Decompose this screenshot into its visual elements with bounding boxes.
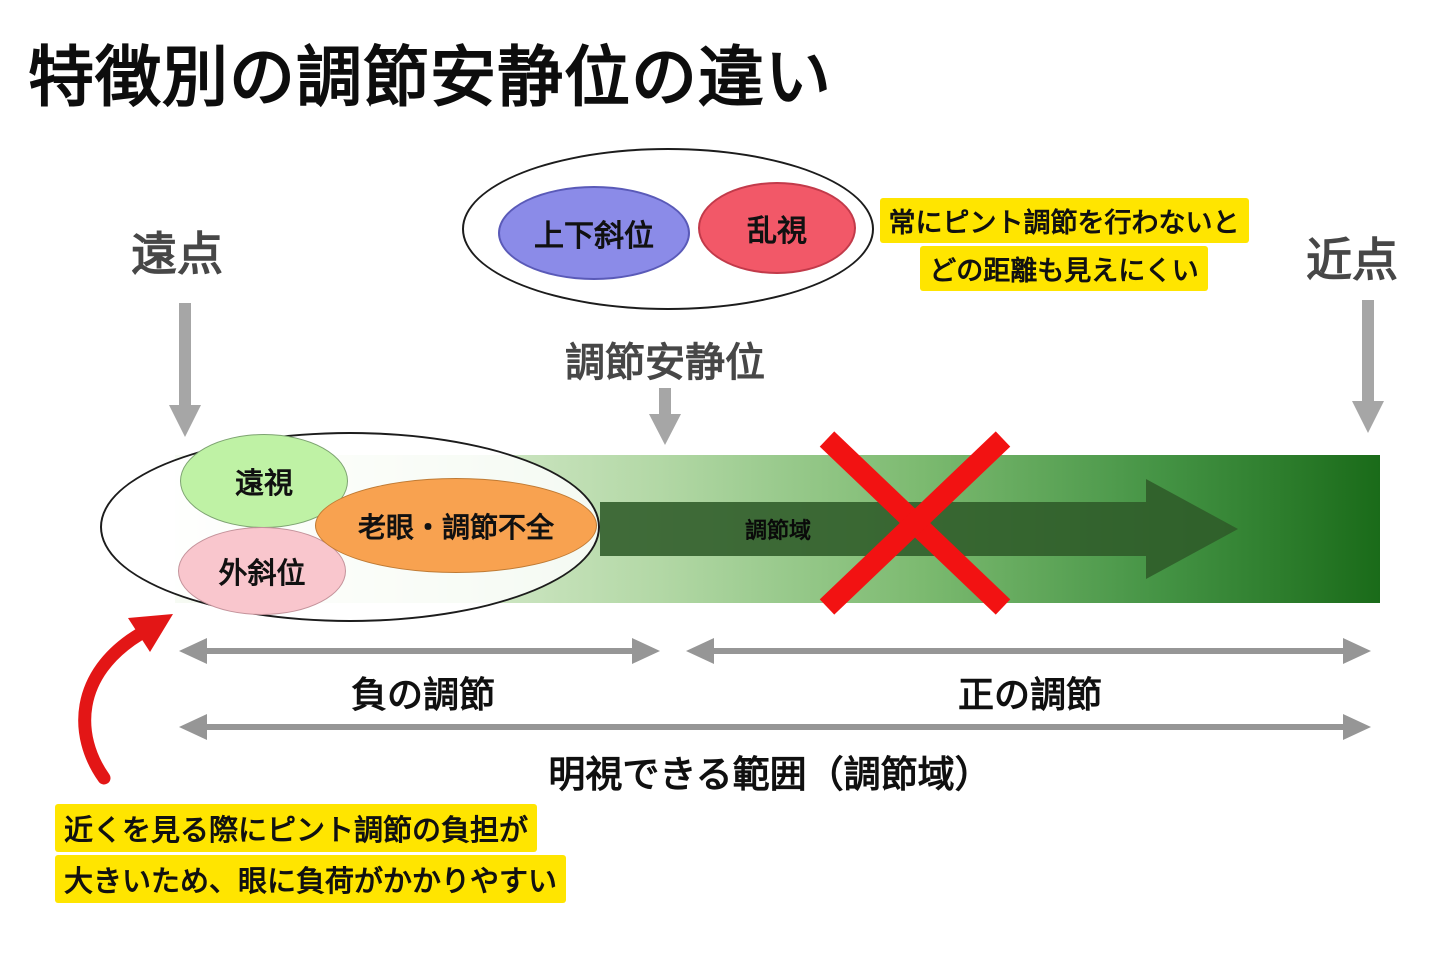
far-point-label: 遠点 (131, 228, 223, 280)
positive-accommodation-arrow (686, 638, 1371, 664)
exophoria-label: 外斜位 (218, 558, 306, 590)
top-note: 常にピント調節を行わないと どの距離も見えにくい (868, 198, 1260, 294)
presbyopia-label: 老眼・調節不全 (357, 511, 554, 543)
resting-position-down-arrow (649, 388, 681, 445)
negative-accommodation-label: 負の調節 (350, 674, 495, 715)
negative-accommodation-arrow (179, 638, 660, 664)
top-note-line1: 常にピント調節を行わないと (879, 198, 1249, 243)
page-title: 特徴別の調節安静位の違い (28, 40, 832, 114)
clear-vision-range-label: 明視できる範囲（調節域） (548, 754, 992, 795)
near-point-label: 近点 (1306, 234, 1398, 286)
presbyopia-ellipse: 老眼・調節不全 (315, 478, 597, 573)
resting-position-label: 調節安静位 (565, 341, 765, 385)
vertical-phoria-label: 上下斜位 (534, 220, 654, 253)
bottom-note-line1: 近くを見る際にピント調節の負担が (55, 804, 538, 852)
positive-accommodation-label: 正の調節 (957, 674, 1102, 715)
red-curved-arrow (78, 614, 173, 785)
astigmatism-ellipse: 乱視 (698, 182, 856, 274)
exophoria-ellipse: 外斜位 (178, 527, 346, 615)
astigmatism-label: 乱視 (747, 215, 807, 248)
bottom-note-line2: 大きいため、眼に負荷がかかりやすい (55, 855, 567, 903)
vertical-phoria-ellipse: 上下斜位 (498, 186, 690, 280)
red-curved-arrow-head (128, 614, 173, 652)
hyperopia-label: 遠視 (234, 468, 293, 500)
red-curved-arrow-shaft (78, 627, 147, 785)
near-point-down-arrow (1352, 300, 1384, 433)
top-note-line2: どの距離も見えにくい (920, 246, 1208, 291)
accommodation-range-label: 調節域 (744, 518, 811, 543)
bottom-note: 近くを見る際にピント調節の負担が 大きいため、眼に負荷がかかりやすい (55, 804, 595, 906)
far-point-down-arrow (169, 303, 201, 437)
